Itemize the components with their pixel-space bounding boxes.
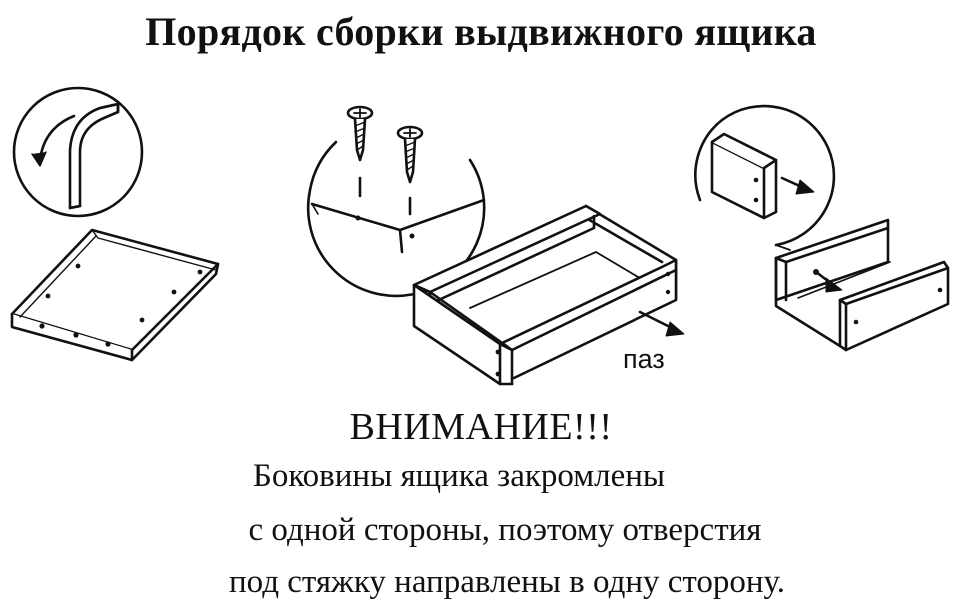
page-title: Порядок сборки выдвижного ящика <box>145 9 817 54</box>
step2-screw-detail <box>306 105 486 298</box>
step1-edge-detail <box>12 86 144 218</box>
step3-panel-detail <box>694 104 836 251</box>
warning-heading: ВНИМАНИЕ!!! <box>349 406 613 448</box>
warning-line-3: под стяжку направлены в одну сторону. <box>228 564 786 600</box>
step2-drawer-frame <box>412 204 685 386</box>
step3-drawer <box>774 218 950 352</box>
groove-label: паз <box>623 344 665 374</box>
warning-line-1: Боковины ящика закромлены <box>252 458 666 494</box>
warning-line-2: с одной стороны, поэтому отверстия <box>248 512 762 548</box>
step1-bottom-panel <box>10 228 220 362</box>
